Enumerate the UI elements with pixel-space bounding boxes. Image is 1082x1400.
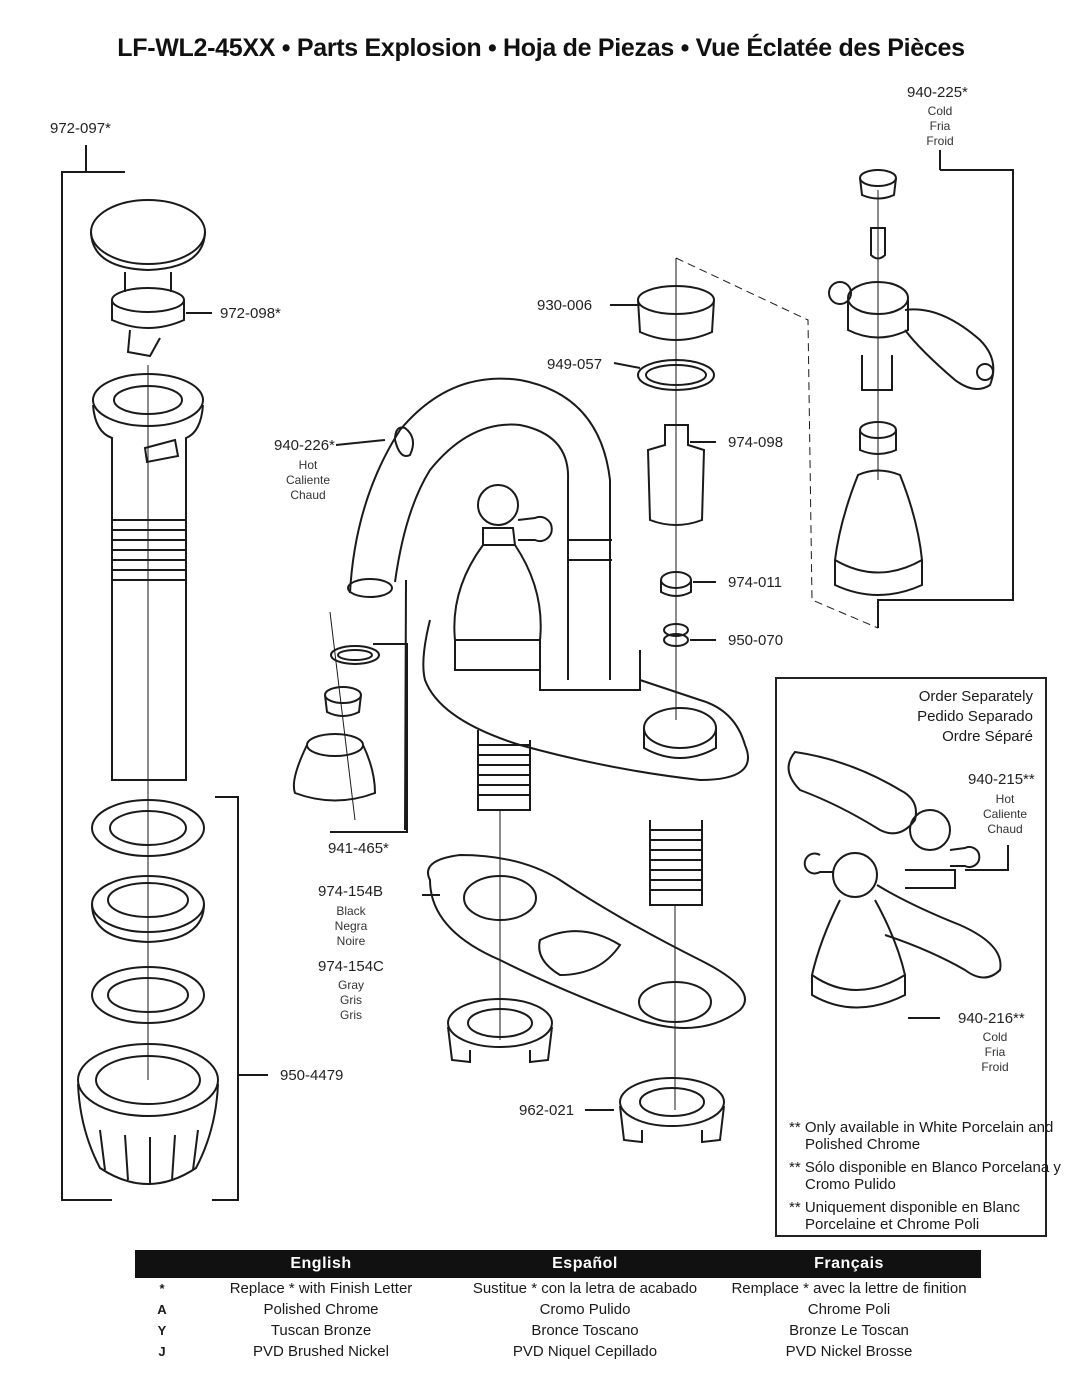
desc-line: Froid (981, 1060, 1009, 1074)
legend-english: Tuscan Bronze (270, 1322, 372, 1339)
label-974-154C: 974-154C (318, 958, 384, 975)
label-974-154B-desc: Black Negra Noire (325, 904, 377, 949)
label-950-070: 950-070 (728, 632, 784, 649)
label-940-215: 940-215** (968, 771, 1035, 788)
label-949-057: 949-057 (547, 356, 603, 373)
legend-french: Chrome Poli (807, 1301, 891, 1318)
availability-note-es: ** Sólo disponible en Blanco Porcelana y… (789, 1159, 1061, 1193)
label-940-225: 940-225* (907, 84, 968, 101)
legend-english: Replace * with Finish Letter (229, 1280, 413, 1297)
legend-header-spanish: Español (552, 1255, 618, 1272)
label-974-098: 974-098 (728, 434, 784, 451)
desc-line: Hot (995, 792, 1015, 806)
legend-key: J (158, 1344, 166, 1359)
desc-line: Fria (929, 119, 951, 133)
legend-spanish: Sustitue * con la letra de acabado (472, 1280, 698, 1297)
desc-line: Chaud (987, 822, 1023, 836)
heading-line: Order Separately (918, 688, 1033, 705)
legend-header: English Español Français (135, 1250, 981, 1278)
desc-line: Cold (982, 1030, 1008, 1044)
desc-line: Fria (984, 1045, 1006, 1059)
desc-line: Noire (336, 934, 366, 948)
desc-line: Chaud (290, 488, 326, 502)
legend-french: Bronze Le Toscan (789, 1322, 909, 1339)
availability-note-fr: ** Uniquement disponible en Blanc Porcel… (789, 1199, 1020, 1233)
label-972-098: 972-098* (220, 305, 281, 322)
deck-plate (422, 619, 749, 782)
legend-french: Remplace * avec la lettre de finition (731, 1280, 967, 1297)
drain-bracket-line (61, 145, 112, 1201)
desc-line: Gray (337, 978, 364, 992)
legend-row: * Replace * with Finish Letter Sustitue … (135, 1278, 981, 1299)
label-940-216-desc: Cold Fria Froid (970, 1030, 1020, 1075)
desc-line: Cold (927, 104, 953, 118)
legend-key: A (157, 1302, 167, 1317)
legend-row: A Polished Chrome Cromo Pulido Chrome Po… (135, 1299, 981, 1320)
spout (349, 377, 611, 680)
desc-line: Black (336, 904, 366, 918)
legend-key: * (159, 1281, 165, 1296)
legend-key: Y (157, 1323, 167, 1338)
page-title: LF-WL2-45XX • Parts Explosion • Hoja de … (117, 34, 965, 62)
label-940-215-desc: Hot Caliente Chaud (980, 792, 1030, 837)
legend-header-french: Français (814, 1255, 884, 1272)
legend-spanish: Bronce Toscano (531, 1322, 639, 1339)
desc-line: Negra (334, 919, 368, 933)
label-974-154C-desc: Gray Gris Gris (325, 978, 377, 1023)
order-separately-box: Order Separately Pedido Separado Ordre S… (775, 677, 1061, 1237)
legend-english: Polished Chrome (263, 1301, 379, 1318)
label-974-011: 974-011 (728, 574, 782, 591)
label-930-006: 930-006 (537, 297, 593, 314)
availability-note-en: ** Only available in White Porcelain and… (789, 1119, 1054, 1153)
label-940-226: 940-226* (274, 437, 335, 454)
legend-french: PVD Nickel Brosse (785, 1343, 913, 1360)
legend-spanish: PVD Niquel Cepillado (512, 1343, 658, 1360)
gasket (427, 853, 746, 1029)
label-940-225-desc: Cold Fria Froid (915, 104, 965, 149)
heading-line: Pedido Separado (917, 708, 1033, 725)
stopper-cap (90, 199, 206, 265)
label-972-097: 972-097* (50, 120, 111, 137)
desc-line: Caliente (982, 807, 1028, 821)
cartridge (646, 424, 706, 526)
legend-spanish: Cromo Pulido (539, 1301, 631, 1318)
finish-legend-table: English Español Français * Replace * wit… (135, 1250, 981, 1362)
legend-row: J PVD Brushed Nickel PVD Niquel Cepillad… (135, 1341, 981, 1362)
order-separately-heading: Order Separately Pedido Separado Ordre S… (917, 687, 1033, 747)
desc-line: Caliente (285, 473, 331, 487)
label-941-465: 941-465* (328, 840, 389, 857)
label-950-4479: 950-4479 (280, 1067, 344, 1084)
desc-line: Gris (340, 1008, 362, 1022)
desc-line: Hot (298, 458, 318, 472)
legend-english: PVD Brushed Nickel (253, 1343, 389, 1360)
legend-row: Y Tuscan Bronze Bronce Toscano Bronze Le… (135, 1320, 981, 1341)
legend-header-english: English (290, 1255, 352, 1272)
desc-line: Froid (926, 134, 954, 148)
label-974-154B: 974-154B (318, 883, 384, 900)
heading-line: Ordre Séparé (942, 728, 1033, 745)
label-940-216: 940-216** (958, 1010, 1025, 1027)
label-940-226-desc: Hot Caliente Chaud (280, 458, 336, 503)
label-962-021: 962-021 (519, 1102, 575, 1119)
desc-line: Gris (340, 993, 362, 1007)
